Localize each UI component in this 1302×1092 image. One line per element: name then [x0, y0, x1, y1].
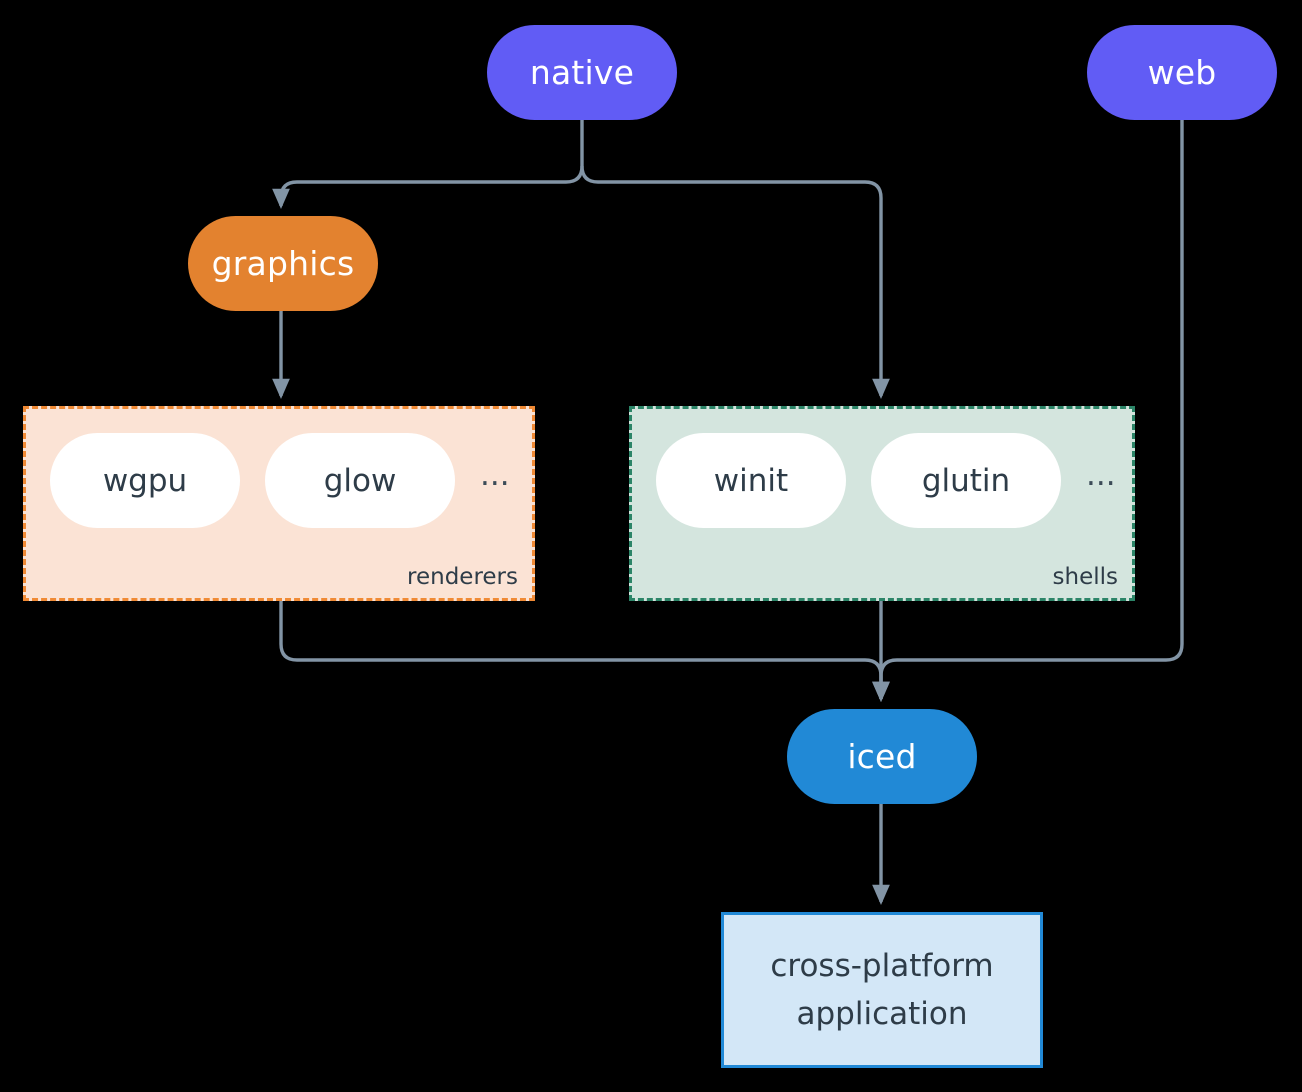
edge-native-trunk	[272, 120, 584, 209]
group-renderers-items: wgpu glow ...	[26, 409, 510, 528]
node-native[interactable]: native	[487, 25, 677, 120]
node-winit[interactable]: winit	[656, 433, 846, 528]
node-glow-label: glow	[323, 462, 397, 499]
edge-renderers-to-iced	[279, 601, 890, 702]
renderers-overflow-ellipsis: ...	[480, 457, 510, 493]
group-renderers-label: renderers	[407, 564, 518, 590]
group-shells-items: winit glutin ...	[632, 409, 1116, 528]
node-web[interactable]: web	[1087, 25, 1277, 120]
group-renderers: wgpu glow ... renderers	[23, 406, 535, 601]
application-label-line2: application	[796, 996, 968, 1032]
group-shells-label: shells	[1052, 564, 1118, 590]
node-web-label: web	[1147, 53, 1217, 92]
node-wgpu[interactable]: wgpu	[50, 433, 240, 528]
node-glutin[interactable]: glutin	[871, 433, 1061, 528]
shells-overflow-ellipsis: ...	[1086, 457, 1116, 493]
node-graphics[interactable]: graphics	[188, 216, 378, 311]
node-winit-label: winit	[713, 462, 789, 499]
node-glow[interactable]: glow	[265, 433, 455, 528]
node-iced[interactable]: iced	[787, 709, 977, 804]
group-shells: winit glutin ... shells	[629, 406, 1135, 601]
application-label-line1: cross-platform	[770, 947, 994, 984]
node-cross-platform-application[interactable]: cross-platform application	[721, 912, 1043, 1068]
node-native-label: native	[529, 53, 635, 92]
node-iced-label: iced	[847, 737, 917, 776]
node-wgpu-label: wgpu	[102, 462, 188, 499]
edge-native-to-shells	[580, 165, 890, 399]
node-glutin-label: glutin	[921, 462, 1011, 499]
node-graphics-label: graphics	[211, 244, 355, 283]
